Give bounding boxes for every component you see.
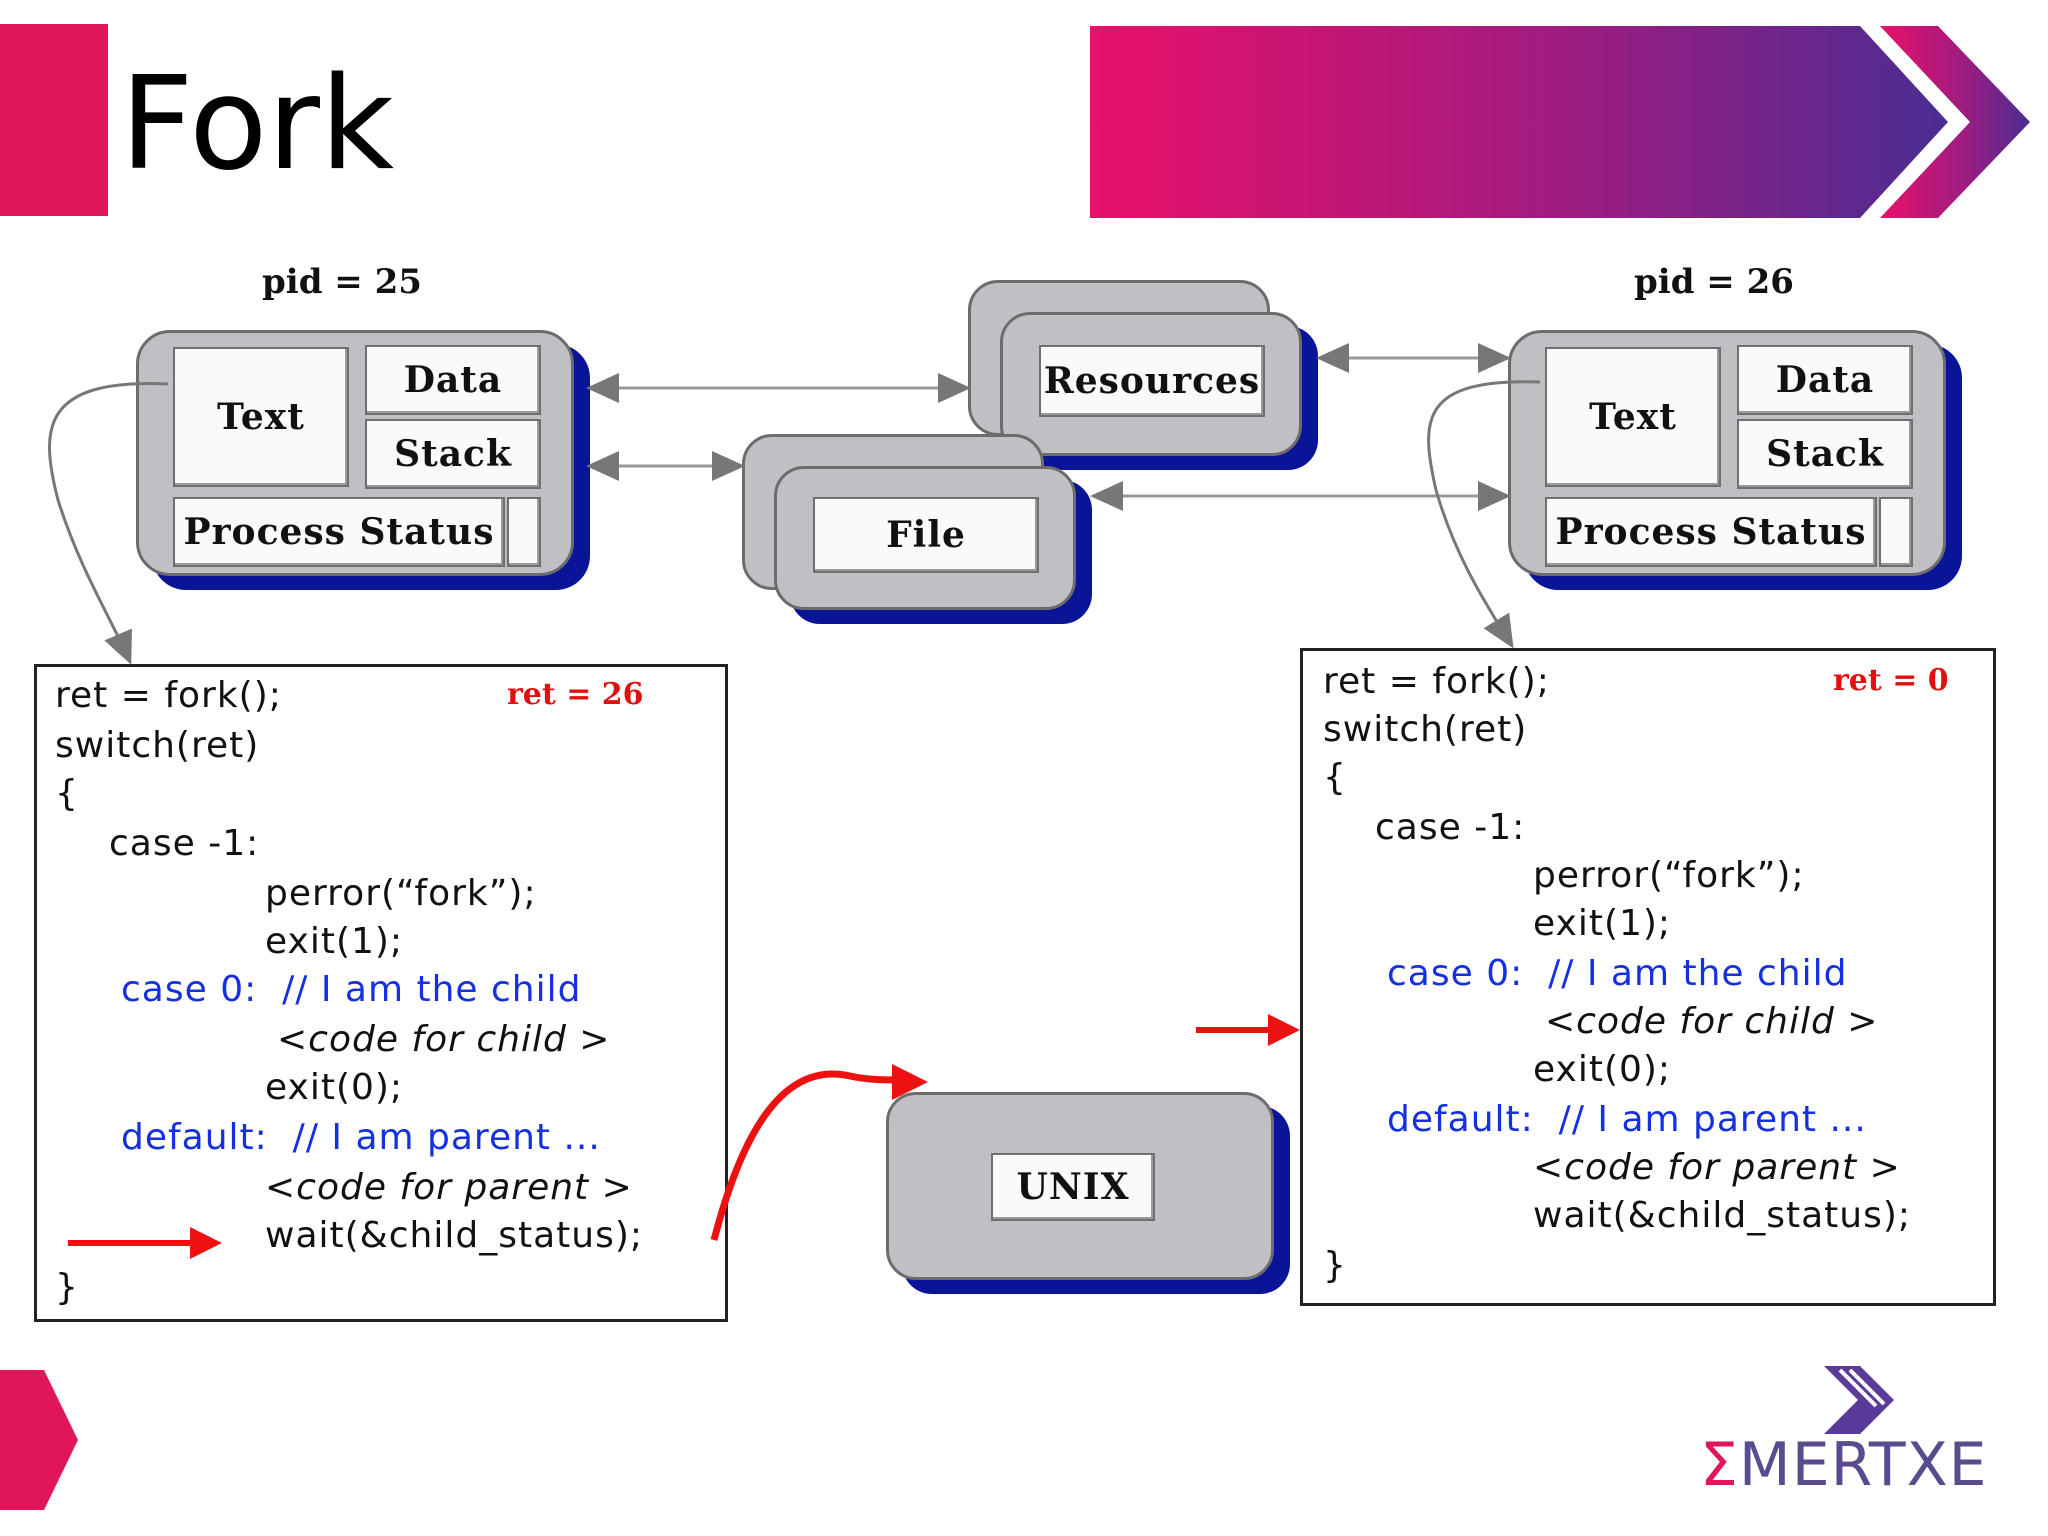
child-stack-segment: Stack — [1737, 419, 1913, 489]
child-process-status: Process Status — [1545, 497, 1877, 567]
file-label: File — [813, 497, 1039, 573]
code-line: perror(“fork”); — [265, 873, 537, 914]
parent-text-to-code-arrow — [48, 382, 169, 665]
parent-pid-label: pid = 25 — [262, 262, 422, 302]
code-line: <code for child > — [277, 1019, 611, 1060]
code-line: <code for parent > — [265, 1167, 633, 1208]
code-line: ret = fork(); — [1323, 661, 1550, 702]
code-line: { — [1323, 757, 1347, 798]
title-accent-bar — [0, 24, 108, 216]
child-data-segment: Data — [1737, 345, 1913, 415]
code-line: <code for child > — [1545, 1001, 1879, 1042]
child-text-segment: Text — [1545, 347, 1721, 487]
code-line: } — [1323, 1245, 1347, 1286]
unix-block: UNIX — [886, 1092, 1274, 1280]
code-line: default: // I am parent ... — [1387, 1099, 1867, 1140]
code-line: exit(0); — [265, 1067, 404, 1108]
parent-stack-segment: Stack — [365, 419, 541, 489]
code-line: ret = fork(); — [55, 675, 282, 716]
child-pid-label: pid = 26 — [1634, 262, 1794, 302]
parent-process-block: Text Data Stack Process Status — [136, 330, 574, 576]
parent-status-extra-cell — [507, 497, 541, 567]
code-line: default: // I am parent ... — [121, 1117, 601, 1158]
code-line: switch(ret) — [1323, 709, 1528, 750]
child-code-box: ret = 0 ret = fork(); switch(ret) { case… — [1300, 648, 1996, 1306]
child-process-block: Text Data Stack Process Status — [1508, 330, 1946, 576]
child-resume-arrow — [1196, 1014, 1300, 1046]
code-line: case 0: // I am the child — [121, 969, 582, 1010]
page-title: Fork — [120, 50, 395, 199]
file-block: File — [774, 466, 1076, 610]
resources-block: Resources — [1000, 312, 1302, 456]
parent-wait-arrow — [68, 1227, 222, 1259]
parent-code-box: ret = 26 ret = fork(); switch(ret) { cas… — [34, 664, 728, 1322]
code-line: { — [55, 773, 79, 814]
child-status-extra-cell — [1879, 497, 1913, 567]
footer-chevron-icon — [0, 1370, 78, 1510]
company-logo: ΣMERTXE — [1700, 1430, 1988, 1500]
code-line: wait(&child_status); — [1533, 1195, 1911, 1236]
resources-label: Resources — [1039, 345, 1265, 417]
parent-data-segment: Data — [365, 345, 541, 415]
unix-label: UNIX — [991, 1153, 1155, 1221]
code-line: exit(1); — [265, 921, 404, 962]
parent-process-status: Process Status — [173, 497, 505, 567]
parent-to-unix-curve-arrow — [710, 1064, 928, 1241]
code-line: switch(ret) — [55, 725, 260, 766]
code-line: exit(1); — [1533, 903, 1672, 944]
code-line: case -1: — [109, 823, 260, 864]
code-line: exit(0); — [1533, 1049, 1672, 1090]
logo-name: MERTXE — [1738, 1430, 1988, 1500]
parent-text-segment: Text — [173, 347, 349, 487]
code-line: case -1: — [1375, 807, 1526, 848]
code-line: case 0: // I am the child — [1387, 953, 1848, 994]
logo-mark-icon — [1824, 1366, 1894, 1434]
code-line: perror(“fork”); — [1533, 855, 1805, 896]
header-banner — [1090, 26, 2030, 218]
chevron-icon — [1880, 26, 2030, 218]
parent-ret-label: ret = 26 — [507, 677, 644, 712]
child-ret-label: ret = 0 — [1833, 663, 1949, 698]
child-text-to-code-arrow — [1427, 380, 1541, 649]
code-line: } — [55, 1267, 79, 1308]
code-line: wait(&child_status); — [265, 1215, 643, 1256]
code-line: <code for parent > — [1533, 1147, 1901, 1188]
logo-sigma: Σ — [1700, 1430, 1739, 1500]
